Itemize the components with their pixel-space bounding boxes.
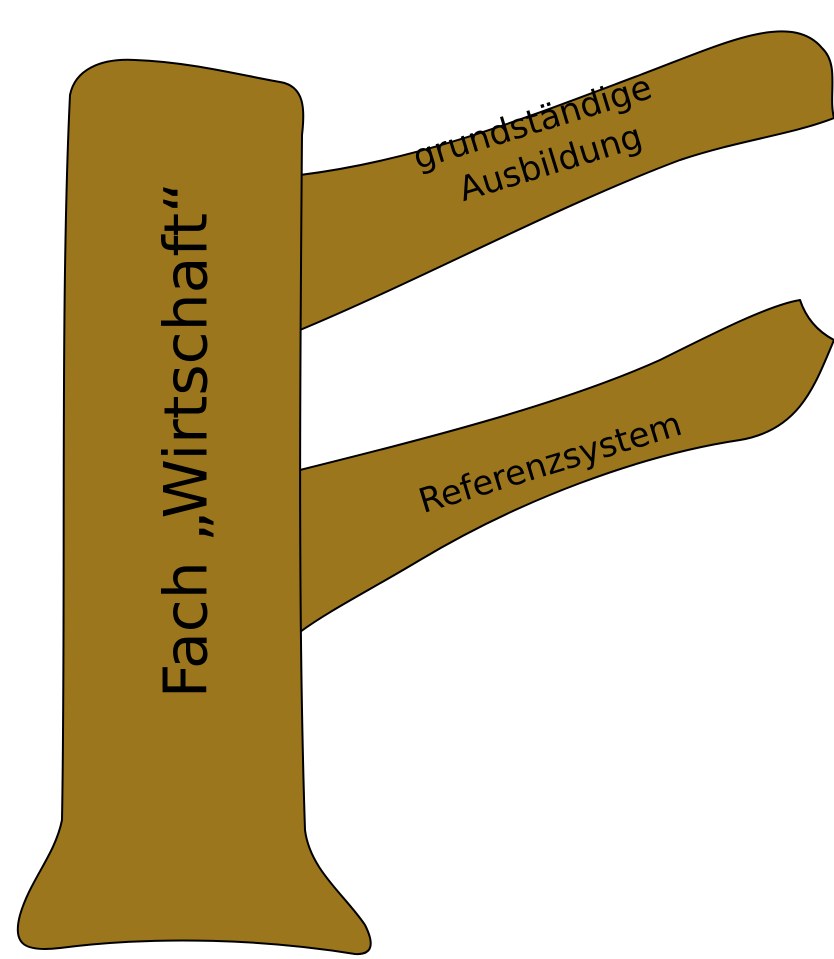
branch-upper-shape — [299, 30, 834, 331]
branch-lower-shape — [299, 299, 834, 633]
trunk-shape — [16, 58, 372, 956]
trunk-label: Fach „Wirtschaft“ — [152, 182, 222, 698]
